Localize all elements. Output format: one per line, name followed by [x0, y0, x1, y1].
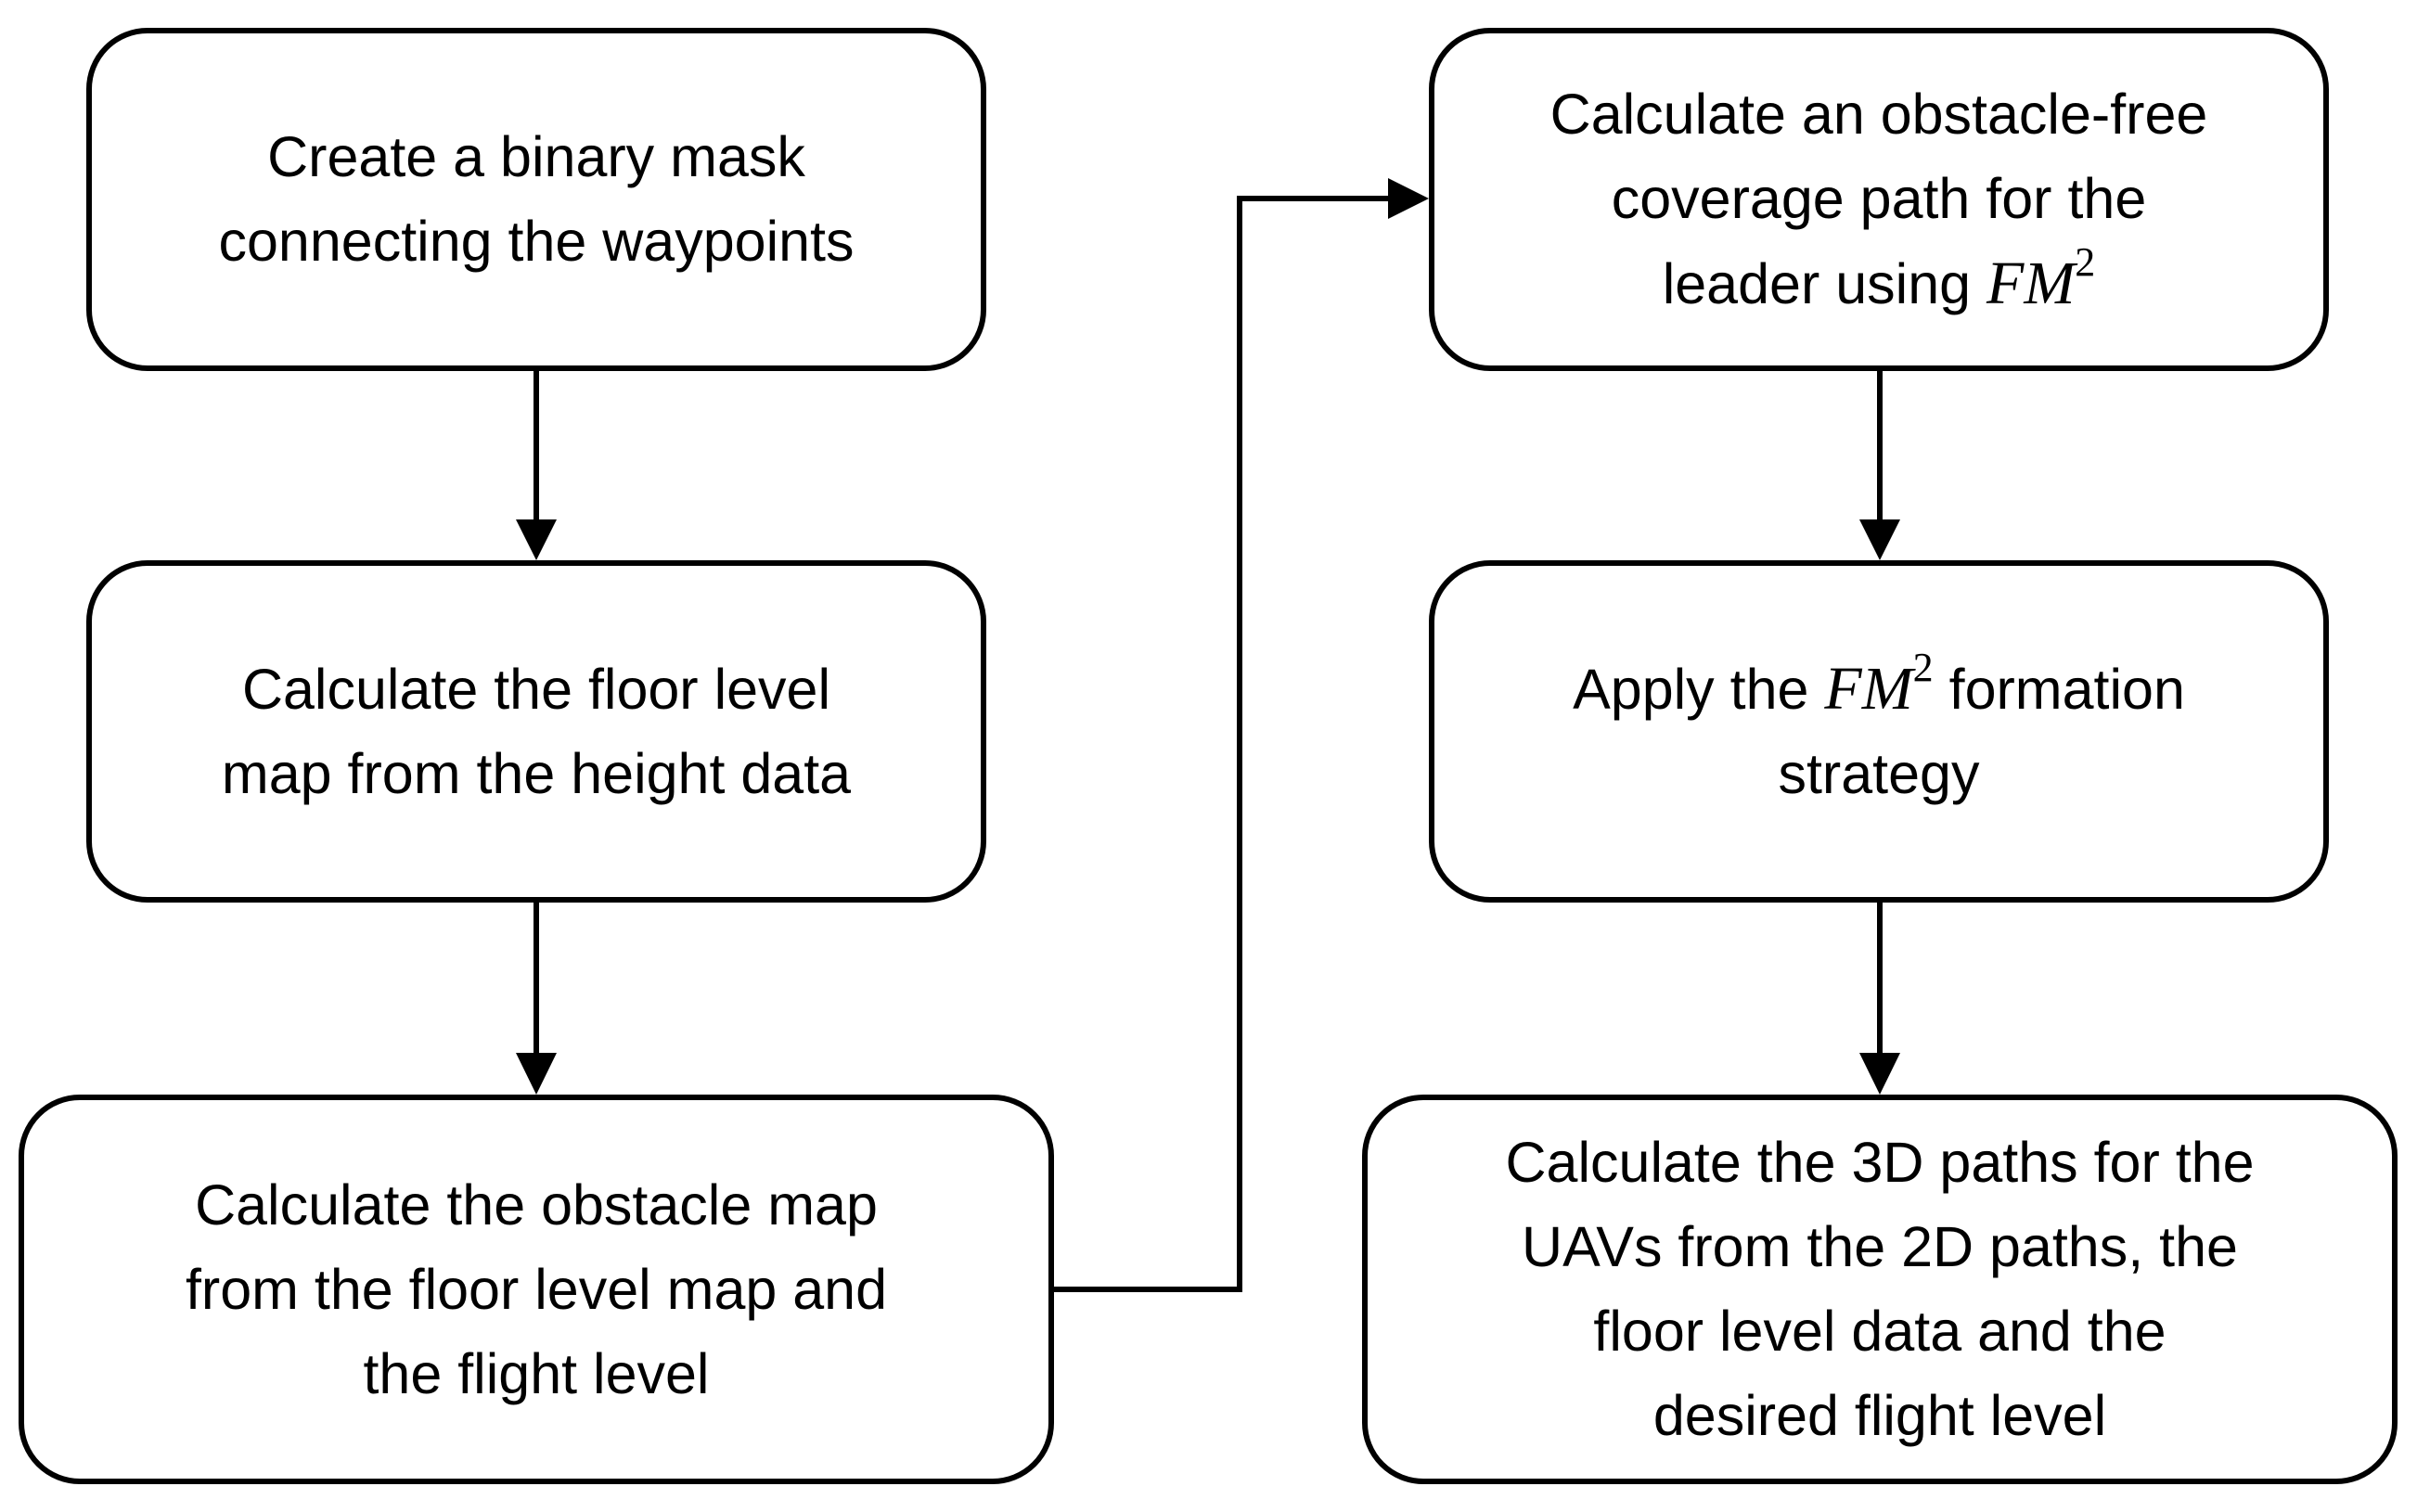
step-3d-paths-line-1: Calculate the 3D paths for the	[1505, 1131, 2255, 1194]
step-floor-level-map: Calculate the floor level map from the h…	[86, 560, 986, 903]
step-obstacle-map-line-1: Calculate the obstacle map	[195, 1172, 878, 1237]
arrowhead-coverage-to-formation	[1859, 519, 1900, 560]
step-coverage-path-line-2: coverage path for the	[1611, 167, 2147, 230]
step-formation-strategy: Apply the FM2 formation strategy	[1429, 560, 2329, 903]
step-3d-paths-text: Calculate the 3D paths for the UAVs from…	[1505, 1121, 2254, 1458]
fm2-symbol-base: FM	[1824, 655, 1913, 723]
step-coverage-path-line-3-prefix: leader using	[1662, 252, 1986, 315]
step-formation-strategy-text: Apply the FM2 formation strategy	[1573, 647, 2185, 816]
step-floor-level-map-line-1: Calculate the floor level	[241, 657, 831, 721]
fm2-symbol: FM2	[1824, 647, 1933, 724]
fm2-symbol-base: FM	[1986, 250, 2076, 317]
step-3d-paths: Calculate the 3D paths for the UAVs from…	[1362, 1095, 2398, 1484]
step-formation-strategy-line-1-suffix: formation	[1933, 658, 2185, 721]
arrow-obstacle-to-coverage	[1054, 196, 1388, 1292]
step-formation-strategy-line-1-prefix: Apply the	[1573, 658, 1825, 721]
arrowhead-formation-to-paths3d	[1859, 1053, 1900, 1095]
step-coverage-path: Calculate an obstacle-free coverage path…	[1429, 28, 2329, 371]
step-coverage-path-text: Calculate an obstacle-free coverage path…	[1550, 72, 2208, 327]
step-obstacle-map: Calculate the obstacle map from the floo…	[19, 1095, 1054, 1484]
step-3d-paths-line-3: floor level data and the	[1593, 1300, 2166, 1363]
step-formation-strategy-line-2: strategy	[1778, 742, 1980, 805]
step-create-mask-line-2: connecting the waypoints	[218, 210, 855, 273]
step-create-mask-line-1: Create a binary mask	[267, 125, 805, 188]
fm2-symbol: FM2	[1986, 242, 2095, 318]
step-floor-level-map-line-2: map from the height data	[221, 741, 852, 805]
fm2-symbol-exponent: 2	[1912, 645, 1934, 690]
step-3d-paths-line-2: UAVs from the 2D paths, the	[1522, 1215, 2238, 1278]
step-obstacle-map-text: Calculate the obstacle map from the floo…	[186, 1163, 887, 1416]
step-coverage-path-line-3: leader using FM2	[1550, 241, 2208, 327]
step-create-mask: Create a binary mask connecting the wayp…	[86, 28, 986, 371]
step-obstacle-map-line-3: the flight level	[363, 1341, 710, 1405]
step-obstacle-map-line-2: from the floor level map and	[185, 1257, 888, 1321]
arrowhead-floor-to-obstacle	[516, 1053, 557, 1095]
step-create-mask-text: Create a binary mask connecting the wayp…	[219, 115, 855, 284]
arrowhead-obstacle-to-coverage	[1388, 178, 1429, 219]
fm2-symbol-exponent: 2	[2075, 239, 2096, 285]
step-formation-strategy-line-1: Apply the FM2 formation	[1573, 647, 2185, 732]
step-coverage-path-line-1: Calculate an obstacle-free	[1549, 83, 2208, 146]
arrowhead-mask-to-floor	[516, 519, 557, 560]
step-3d-paths-line-4: desired flight level	[1652, 1384, 2107, 1447]
step-floor-level-map-text: Calculate the floor level map from the h…	[222, 647, 851, 816]
